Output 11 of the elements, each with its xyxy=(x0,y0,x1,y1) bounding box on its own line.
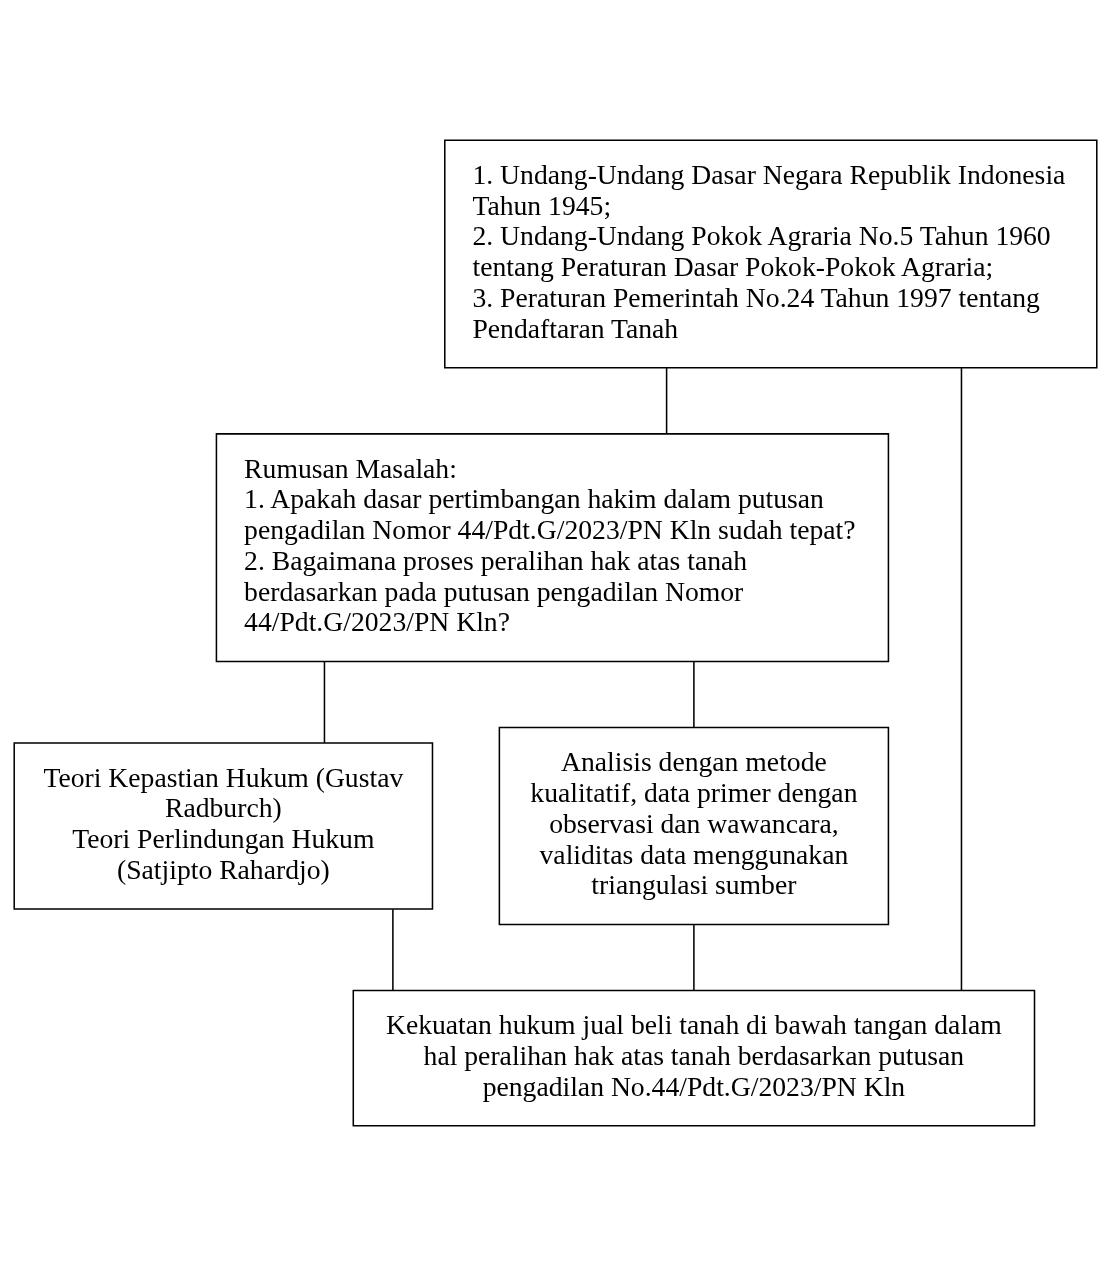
connector xyxy=(693,660,695,728)
connector xyxy=(392,907,394,991)
node-box: Teori Kepastian Hukum (Gustav Radburch) Teori Perlindungan Hukum (Satjipto Rahardjo) xyxy=(13,741,434,910)
node-box: 1. Undang-Undang Dasar Negara Republik Indonesia Tahun 1945; 2. Undang-Undang Pokok Agraria No.5 Tahun 1960 tentang Peraturan Dasar Pokok-Pokok Agraria; 3. Peraturan Pemerintah No.24 Tahun 1997 tentang Pendaftaran Tanah xyxy=(444,138,1098,368)
connector xyxy=(323,660,326,744)
connector xyxy=(693,923,695,991)
connector xyxy=(665,366,668,434)
connector xyxy=(960,366,963,991)
node-box: Rumusan Masalah: 1. Apakah dasar pertimbangan hakim dalam putusan pengadilan Nomor 44/Pdt.G/2023/PN Kln sudah tepat? 2. Bagaimana proses peralihan hak atas tanah berdasarkan pada putusan pengadilan Nomor 44/Pdt.G/2023/PN Kln? xyxy=(215,432,890,662)
node-box: Analisis dengan metode kualitatif, data primer dengan observasi dan wawancara, validitas data menggunakan triangulasi sumber xyxy=(498,726,890,925)
node-box: Kekuatan hukum jual beli tanah di bawah tangan dalam hal peralihan hak atas tanah berdasarkan putusan pengadilan No.44/Pdt.G/2023/PN Kln xyxy=(352,989,1036,1127)
